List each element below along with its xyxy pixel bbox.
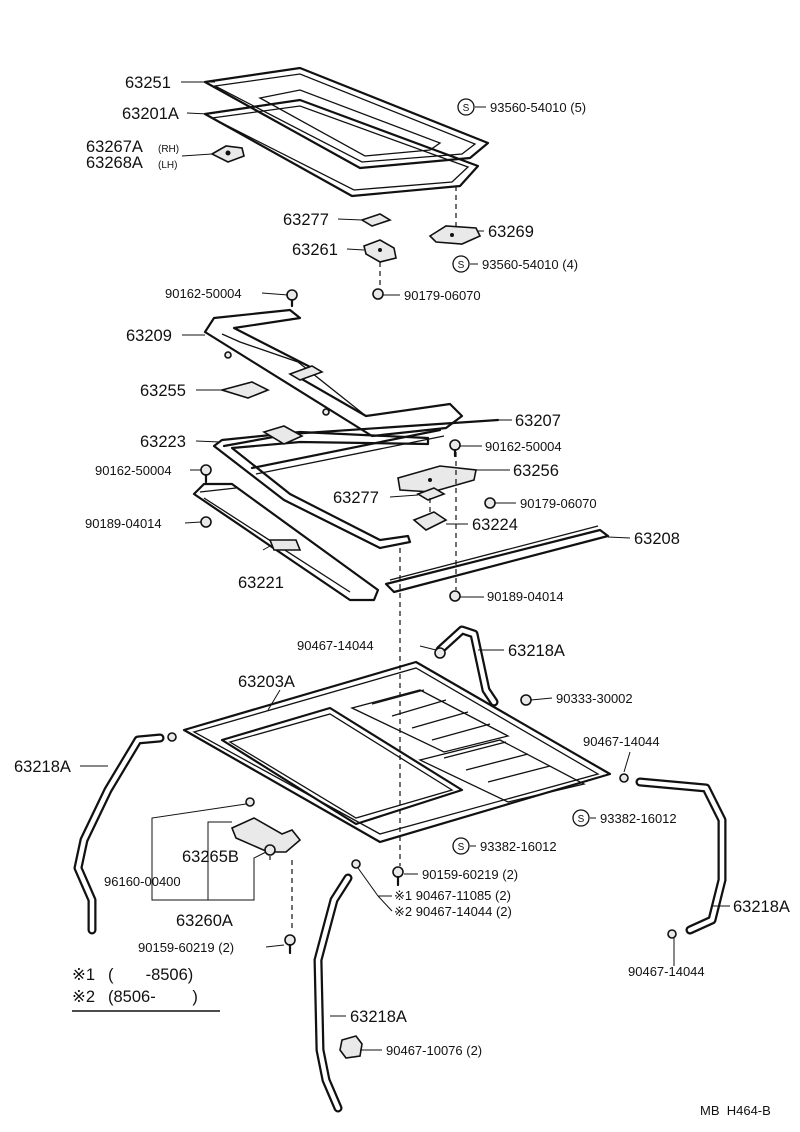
label-note1-ref: ※1 90467-11085 (2)	[394, 888, 511, 903]
legend-note2-mark: ※2	[72, 988, 95, 1006]
part-63267a-63268a-bracket	[210, 145, 245, 163]
label-90189-04014-left: 90189-04014	[85, 516, 162, 531]
label-63223: 63223	[140, 433, 186, 451]
part-63223-cable-loop	[212, 425, 430, 550]
notes-legend: ※1 ( -8506) ※2 (8506- )	[72, 966, 220, 1012]
part-63256-bracket	[397, 465, 477, 493]
label-63203a: 63203A	[238, 673, 295, 691]
label-63251: 63251	[125, 74, 171, 92]
label-90189-04014-right: 90189-04014	[487, 589, 564, 604]
label-90162-50004-left: 90162-50004	[95, 463, 172, 478]
legend-note2-range: (8506- )	[108, 988, 198, 1006]
label-93382-16012-right: 93382-16012	[600, 811, 677, 826]
label-63256: 63256	[513, 462, 559, 480]
part-63277-pad-top	[360, 213, 392, 227]
label-63221: 63221	[238, 574, 284, 592]
part-63218a-drain-hose-right	[635, 777, 727, 935]
part-63277-pad-mid	[416, 487, 446, 501]
part-90162-screw-top	[286, 289, 298, 308]
label-63277-mid: 63277	[333, 489, 379, 507]
label-63268a-side: (LH)	[158, 160, 177, 171]
part-63218a-drain-hose-bottom	[313, 873, 353, 1113]
label-63209: 63209	[126, 327, 172, 345]
label-90333-30002: 90333-30002	[556, 691, 633, 706]
label-63261: 63261	[292, 241, 338, 259]
assembly-dashed-lines	[269, 186, 457, 932]
s-badge-2: S	[452, 255, 470, 273]
part-90189-nut-right	[449, 590, 461, 602]
label-90179-06070-top: 90179-06070	[404, 288, 481, 303]
s-badge-1: S	[457, 98, 475, 116]
leader-lines	[80, 81, 730, 1051]
part-90162-screw-left	[200, 464, 212, 484]
svg-text:S: S	[463, 103, 470, 114]
part-63201a-glass-panel	[203, 98, 480, 198]
label-90159-60219-left: 90159-60219 (2)	[138, 940, 234, 955]
part-90467-clip-left	[167, 732, 177, 742]
part-90333-plug	[520, 694, 532, 706]
part-90179-nut-top	[372, 288, 384, 300]
label-93560-54010-4: 93560-54010 (4)	[482, 257, 578, 272]
label-96160-00400: 96160-00400	[104, 874, 181, 889]
label-93560-54010-5: 93560-54010 (5)	[490, 100, 586, 115]
label-90467-14044-bottom: 90467-14044	[628, 964, 705, 979]
s-badge-4: S	[452, 837, 470, 855]
svg-text:S: S	[458, 260, 465, 271]
part-63209-frame-rail	[203, 308, 464, 438]
part-63269-bracket	[428, 225, 482, 245]
label-90467-10076: 90467-10076 (2)	[386, 1043, 482, 1058]
part-63221-housing-frame	[192, 482, 380, 602]
part-63261-bracket	[363, 239, 397, 263]
label-90179-06070-mid: 90179-06070	[520, 496, 597, 511]
label-63269: 63269	[488, 223, 534, 241]
part-63260a-drive-motor	[230, 797, 302, 856]
label-63218a-bottom: 63218A	[350, 1008, 407, 1026]
label-90467-14044-right: 90467-14044	[583, 734, 660, 749]
part-90162-screw-right	[449, 439, 461, 458]
part-90159-bolt-left	[284, 934, 296, 955]
label-63267a-side: (RH)	[158, 144, 179, 155]
diagram-code: MB H464-B	[700, 1103, 771, 1118]
label-63218a-top: 63218A	[508, 642, 565, 660]
label-63268a: 63268A	[86, 154, 143, 172]
label-93382-16012-bottom: 93382-16012	[480, 839, 557, 854]
part-90467-clip-bottom	[667, 929, 677, 939]
s-badge-3: S	[572, 809, 590, 827]
label-63218a-left: 63218A	[14, 758, 71, 776]
legend-note1-range: ( -8506)	[108, 966, 193, 984]
label-63265b: 63265B	[182, 848, 239, 866]
label-90162-50004-right: 90162-50004	[485, 439, 562, 454]
label-63218a-right: 63218A	[733, 898, 790, 916]
part-90467-clip-right	[619, 773, 629, 783]
part-90467-10076-clip	[339, 1035, 363, 1059]
label-90467-14044-top: 90467-14044	[297, 638, 374, 653]
part-63251-glass-weatherstrip	[203, 66, 490, 170]
svg-text:S: S	[578, 814, 585, 825]
label-90159-60219-center: 90159-60219 (2)	[422, 867, 518, 882]
label-63255: 63255	[140, 382, 186, 400]
label-63277-top: 63277	[283, 211, 329, 229]
label-63224: 63224	[472, 516, 518, 534]
part-63224-bracket	[412, 511, 448, 531]
part-63218a-drain-hose-top	[435, 625, 499, 707]
part-63255-bracket	[219, 365, 324, 399]
label-63260a: 63260A	[176, 912, 233, 930]
part-63218a-drain-hose-left	[73, 733, 165, 935]
part-90159-bolt-center	[392, 866, 404, 887]
svg-text:S: S	[458, 842, 465, 853]
part-90467-clip-top	[434, 647, 446, 659]
part-90189-nut-left	[200, 516, 212, 528]
part-90179-nut-mid	[484, 497, 496, 509]
legend-note1-mark: ※1	[72, 966, 95, 984]
label-note2-ref: ※2 90467-14044 (2)	[394, 904, 512, 919]
label-90162-50004-top: 90162-50004	[165, 286, 242, 301]
part-63203a-roof-housing	[182, 660, 612, 844]
label-63267a: 63267A	[86, 138, 143, 156]
label-63207: 63207	[515, 412, 561, 430]
label-63201a: 63201A	[122, 105, 179, 123]
part-63208-side-rail	[384, 525, 610, 594]
label-63208: 63208	[634, 530, 680, 548]
part-90467-clip-center	[351, 859, 361, 869]
